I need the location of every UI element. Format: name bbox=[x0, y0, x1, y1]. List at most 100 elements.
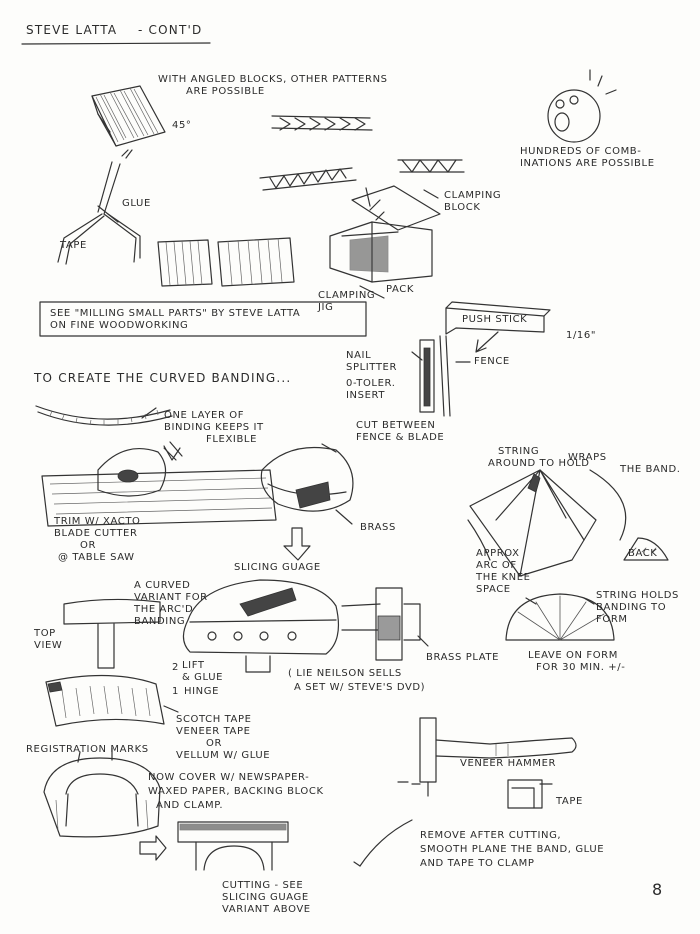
lift-glue-2: & GLUE bbox=[182, 672, 223, 684]
arrow-small bbox=[164, 446, 180, 460]
trim-note-1: TRIM W/ XACTO bbox=[54, 516, 141, 528]
tape-corner-label: TAPE bbox=[556, 796, 583, 808]
glue-label: GLUE bbox=[122, 198, 151, 210]
chevron-strip-sketch bbox=[260, 116, 464, 190]
step-one-marker: 1 bbox=[172, 686, 179, 698]
top-view-2: VIEW bbox=[34, 640, 62, 652]
remove-after-2: SMOOTH PLANE THE BAND, GLUE bbox=[420, 844, 604, 856]
see-milling-note-1: SEE "MILLING SMALL PARTS" BY STEVE LATTA bbox=[50, 308, 300, 320]
curved-variant-1: A CURVED bbox=[134, 580, 190, 592]
tape-corner-sketch bbox=[508, 780, 552, 808]
approx-arc-3: THE KNEE bbox=[476, 572, 531, 584]
curved-variant-3: THE ARC'D bbox=[134, 604, 193, 616]
one-layer-note-3: FLEXIBLE bbox=[206, 434, 257, 446]
clamping-block-label-1: CLAMPING bbox=[444, 190, 501, 202]
trim-note-3: OR bbox=[80, 540, 96, 552]
pack-label: PACK bbox=[386, 284, 414, 296]
string-holds-1: STRING HOLDS bbox=[596, 590, 679, 602]
fence-label: FENCE bbox=[474, 356, 510, 368]
zero-tolerance-label-1: 0-TOLER. bbox=[346, 378, 396, 390]
trim-note-2: BLADE CUTTER bbox=[54, 528, 138, 540]
back-label: BACK bbox=[628, 548, 657, 560]
angled-blocks-note-1: WITH ANGLED BLOCKS, OTHER PATTERNS bbox=[158, 74, 388, 86]
leave-on-form-2: FOR 30 MIN. +/- bbox=[536, 662, 625, 674]
string-holds-2: BANDING TO bbox=[596, 602, 666, 614]
sixteenth-label: 1/16" bbox=[566, 330, 596, 342]
zero-tolerance-label-2: INSERT bbox=[346, 390, 385, 402]
cutting-see-2: SLICING GUAGE bbox=[222, 892, 309, 904]
cut-between-label-2: FENCE & BLADE bbox=[356, 432, 444, 444]
down-arrow bbox=[284, 528, 310, 560]
curved-blade-sketch bbox=[360, 820, 412, 866]
scotch-tape-2: VENEER TAPE bbox=[176, 726, 251, 738]
top-view-1: TOP bbox=[34, 628, 56, 640]
cutting-see-1: CUTTING - SEE bbox=[222, 880, 303, 892]
veneer-sandwich-sketch bbox=[46, 675, 178, 726]
now-cover-2: WAXED PAPER, BACKING BLOCK bbox=[148, 786, 324, 798]
registration-marks-label: REGISTRATION MARKS bbox=[26, 744, 149, 756]
tape-label: TAPE bbox=[60, 240, 87, 252]
cutting-view-sketch bbox=[178, 822, 288, 870]
curved-banding-sketch bbox=[36, 406, 172, 425]
brass-plate-sketch bbox=[342, 588, 428, 660]
one-layer-note-1: ONE LAYER OF bbox=[164, 410, 244, 422]
curved-banding-heading: TO CREATE THE CURVED BANDING... bbox=[34, 372, 291, 384]
push-stick-label: PUSH STICK bbox=[462, 314, 527, 326]
hundreds-note-1: HUNDREDS OF COMB- bbox=[520, 146, 641, 158]
remove-after-1: REMOVE AFTER CUTTING, bbox=[420, 830, 561, 842]
page-number: 8 bbox=[652, 884, 663, 896]
hundreds-note-2: INATIONS ARE POSSIBLE bbox=[520, 158, 655, 170]
push-stick-sketch bbox=[446, 302, 550, 352]
brass-plate-label: BRASS PLATE bbox=[426, 652, 499, 664]
cutting-see-3: VARIANT ABOVE bbox=[222, 904, 311, 916]
scotch-tape-4: VELLUM W/ GLUE bbox=[176, 750, 270, 762]
veneer-hammer-label: VENEER HAMMER bbox=[460, 758, 556, 770]
header-underline bbox=[22, 43, 210, 44]
trim-note-4: @ TABLE SAW bbox=[58, 552, 135, 564]
arc-clamp-sketch bbox=[44, 748, 166, 860]
hinge-label: HINGE bbox=[184, 686, 219, 698]
striped-sheets-sketch bbox=[158, 238, 294, 286]
nail-splitter-label-1: NAIL bbox=[346, 350, 371, 362]
clamping-jig-sketch bbox=[330, 186, 440, 298]
lie-nielson-2: A SET W/ STEVE'S DVD) bbox=[294, 682, 425, 694]
curved-variant-4: BANDING bbox=[134, 616, 185, 628]
nail-splitter-label-2: SPLITTER bbox=[346, 362, 397, 374]
page-title: STEVE LATTA bbox=[26, 24, 117, 36]
cutter-sketch bbox=[42, 442, 276, 526]
hammer-guide-marks bbox=[398, 782, 420, 784]
page-title-suffix: - CONT'D bbox=[138, 24, 202, 36]
step-two-marker: 2 bbox=[172, 662, 179, 674]
clamping-jig-label-1: CLAMPING bbox=[318, 290, 375, 302]
clamping-jig-label-2: JIG bbox=[318, 302, 333, 314]
fence-blade-sketch bbox=[412, 336, 470, 416]
lift-glue-1: LIFT bbox=[182, 660, 205, 672]
angled-block-sketch bbox=[92, 86, 165, 146]
now-cover-3: AND CLAMP. bbox=[156, 800, 223, 812]
veneer-hammer-sketch bbox=[420, 718, 576, 796]
see-milling-note-2: ON FINE WOODWORKING bbox=[50, 320, 188, 332]
leave-on-form-1: LEAVE ON FORM bbox=[528, 650, 618, 662]
angle-label: 45° bbox=[172, 120, 192, 132]
lie-nielson-1: ( LIE NEILSON SELLS bbox=[288, 668, 402, 680]
curved-variant-2: VARIANT FOR bbox=[134, 592, 208, 604]
now-cover-1: NOW COVER W/ NEWSPAPER- bbox=[148, 772, 309, 784]
approx-arc-4: SPACE bbox=[476, 584, 511, 596]
remove-after-3: AND TAPE TO CLAMP bbox=[420, 858, 535, 870]
string-around-4: THE BAND. bbox=[620, 464, 681, 476]
brass-label: BRASS bbox=[360, 522, 396, 534]
one-layer-note-2: BINDING KEEPS IT bbox=[164, 422, 264, 434]
slicing-guage-label: SLICING GUAGE bbox=[234, 562, 321, 574]
approx-arc-2: ARC OF bbox=[476, 560, 517, 572]
angled-blocks-note-2: ARE POSSIBLE bbox=[186, 86, 265, 98]
surprised-face-doodle bbox=[548, 70, 616, 142]
scotch-tape-1: SCOTCH TAPE bbox=[176, 714, 252, 726]
string-around-1: STRING bbox=[498, 446, 539, 458]
string-around-3: WRAPS bbox=[568, 452, 607, 464]
cut-between-label-1: CUT BETWEEN bbox=[356, 420, 435, 432]
approx-arc-1: APPROX bbox=[476, 548, 520, 560]
clamping-block-label-2: BLOCK bbox=[444, 202, 481, 214]
scotch-tape-3: OR bbox=[206, 738, 222, 750]
